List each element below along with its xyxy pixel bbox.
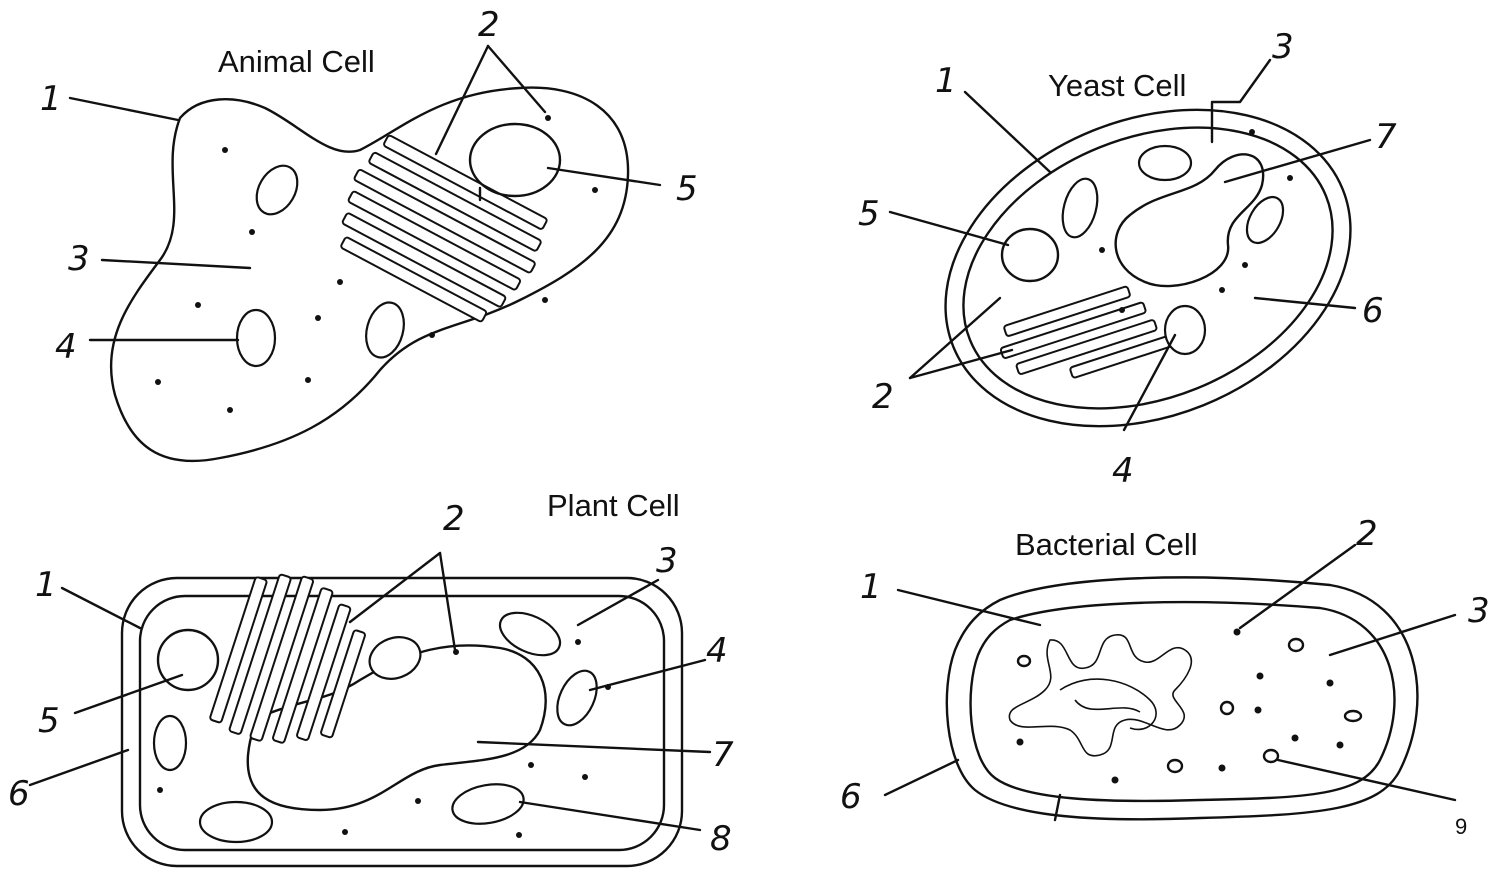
bacterial-label-3: 3 — [1468, 591, 1490, 631]
bacterial-cell-title: Bacterial Cell — [1015, 527, 1198, 562]
yeast-cell-membrane — [921, 76, 1374, 461]
plant-mitochondrion-1 — [364, 630, 427, 685]
yeast-cell-wall — [898, 52, 1398, 484]
yeast-mitochondrion-3 — [1240, 191, 1291, 249]
yeast-label-2: 2 — [872, 377, 894, 417]
animal-label-3: 3 — [68, 239, 90, 279]
yeast-vacuole — [1116, 154, 1264, 286]
bacterial-cell-wall — [947, 577, 1418, 819]
yeast-label-1: 1 — [935, 61, 957, 101]
plant-label-2: 2 — [443, 499, 465, 539]
plant-mitochondrion-4 — [154, 716, 186, 770]
bacterial-label-9: 9 — [1455, 814, 1467, 839]
plant-label-7: 7 — [712, 735, 734, 775]
yeast-label-6: 6 — [1362, 291, 1384, 331]
yeast-label-5: 5 — [858, 194, 880, 234]
yeast-label-3: 3 — [1272, 27, 1294, 67]
yeast-mitochondrion-4 — [1165, 306, 1205, 354]
plant-label-4: 4 — [706, 631, 728, 671]
animal-cell-title: Animal Cell — [218, 44, 375, 79]
animal-rough-er — [323, 130, 557, 332]
yeast-mitochondrion-2 — [1057, 175, 1103, 241]
plant-label-1: 1 — [35, 565, 57, 605]
animal-label-5: 5 — [676, 169, 698, 209]
yeast-nucleus — [1002, 229, 1058, 281]
animal-label-4: 4 — [55, 327, 77, 367]
animal-cell-membrane — [111, 88, 628, 461]
plant-mitochondrion-3 — [549, 665, 604, 732]
yeast-cell: Yeast Cell 1 2 3 4 5 — [858, 27, 1398, 491]
yeast-label-4: 4 — [1112, 451, 1134, 491]
plant-label-6: 6 — [8, 774, 30, 814]
plant-rough-er — [208, 562, 377, 761]
plant-label-3: 3 — [656, 541, 678, 581]
animal-cell: Animal Cell 1 2 3 — [40, 5, 698, 461]
bacterial-nucleoid — [1009, 635, 1191, 756]
plant-cell-title: Plant Cell — [547, 488, 680, 523]
bacterial-label-2: 2 — [1356, 514, 1378, 554]
plant-mitochondrion-6 — [449, 779, 527, 829]
animal-nucleus — [470, 124, 560, 196]
bacterial-cell: Bacterial Cell 1 2 3 6 9 — [840, 514, 1490, 839]
bacterial-label-6: 6 — [840, 777, 862, 817]
plant-mitochondrion-2 — [493, 604, 566, 664]
yeast-rough-er — [994, 277, 1178, 397]
plant-mitochondrion-5 — [200, 802, 272, 842]
yeast-cell-title: Yeast Cell — [1048, 68, 1186, 103]
plant-label-5: 5 — [38, 701, 60, 741]
bacterial-label-1: 1 — [860, 567, 882, 607]
yeast-label-7: 7 — [1375, 117, 1397, 157]
yeast-mitochondrion-1 — [1139, 146, 1191, 180]
animal-label-1: 1 — [40, 79, 62, 119]
plant-cell: Plant Cell — [8, 488, 734, 866]
animal-label-2: 2 — [478, 5, 500, 45]
animal-mitochondrion-2 — [237, 310, 275, 366]
animal-mitochondrion-1 — [248, 158, 305, 221]
plant-label-8: 8 — [710, 819, 732, 859]
animal-mitochondrion-3 — [360, 298, 409, 361]
